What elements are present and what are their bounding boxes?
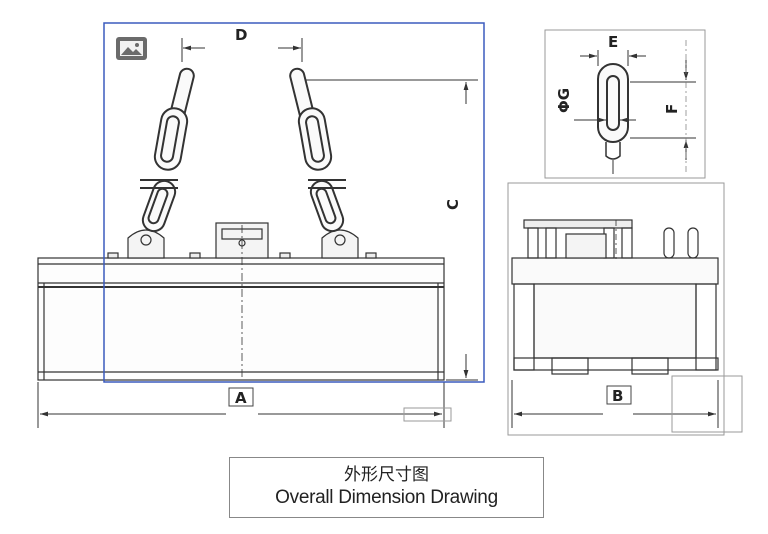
side-view-frame <box>507 182 725 436</box>
dimension-a-label: A <box>235 389 247 407</box>
dimension-b-box <box>606 385 632 405</box>
hint-box-b <box>671 375 743 433</box>
dimension-d-label: D <box>235 26 247 44</box>
lifting-lug-left <box>127 229 165 259</box>
lifting-lug-right <box>321 229 359 259</box>
dimension-a-box <box>228 387 254 407</box>
top-bolts <box>107 252 377 259</box>
magnet-body <box>37 257 445 381</box>
chain-left <box>140 67 195 233</box>
front-view <box>37 67 445 381</box>
dimension-b <box>511 380 719 428</box>
caption-chinese: 外形尺寸图 <box>344 465 429 485</box>
chain-right <box>289 67 346 233</box>
detail-view-frame <box>544 29 706 179</box>
dimension-e-label: E <box>608 33 618 51</box>
dimension-f <box>630 40 696 175</box>
dimension-f-label: F <box>663 104 681 114</box>
dimension-a <box>37 382 445 428</box>
dimension-b-label: B <box>612 387 623 405</box>
dimension-e <box>580 50 646 66</box>
selection-box[interactable] <box>103 22 485 383</box>
drawing-caption: 外形尺寸图 Overall Dimension Drawing <box>229 457 544 518</box>
dimension-g-label: ΦG <box>555 88 573 113</box>
side-view <box>511 219 719 375</box>
chain-link-detail <box>597 63 629 174</box>
image-icon[interactable] <box>115 36 148 61</box>
caption-english: Overall Dimension Drawing <box>275 487 498 508</box>
dimension-d <box>181 38 303 62</box>
hint-box-a <box>403 407 452 422</box>
dimension-c <box>306 79 478 381</box>
dimension-c-label: C <box>444 199 462 210</box>
